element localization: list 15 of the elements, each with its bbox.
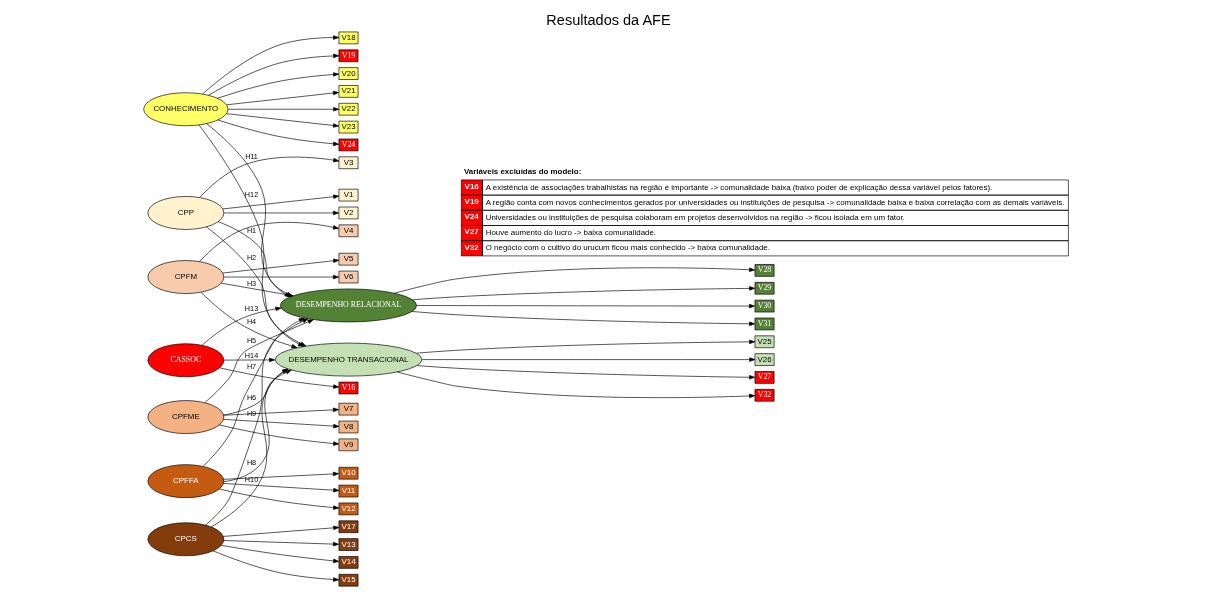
edge-label: H5: [246, 335, 257, 345]
edge-label: H7: [246, 362, 257, 372]
edge-label: H12: [244, 189, 259, 199]
edge-label: H13: [244, 304, 259, 314]
edge-label: H4: [246, 317, 257, 327]
edge-label: H3: [246, 279, 257, 289]
diagram-title: Resultados da AFE: [546, 12, 671, 29]
edge-label: H6: [246, 393, 257, 403]
edge-label: H11: [245, 152, 258, 162]
edge-label: H10: [244, 475, 259, 485]
edge-label: H8: [246, 457, 257, 467]
edge-label: H14: [244, 351, 259, 361]
edge-label: H1: [246, 226, 257, 236]
edge-label: H9: [246, 408, 257, 418]
edge-label: H2: [246, 253, 257, 263]
